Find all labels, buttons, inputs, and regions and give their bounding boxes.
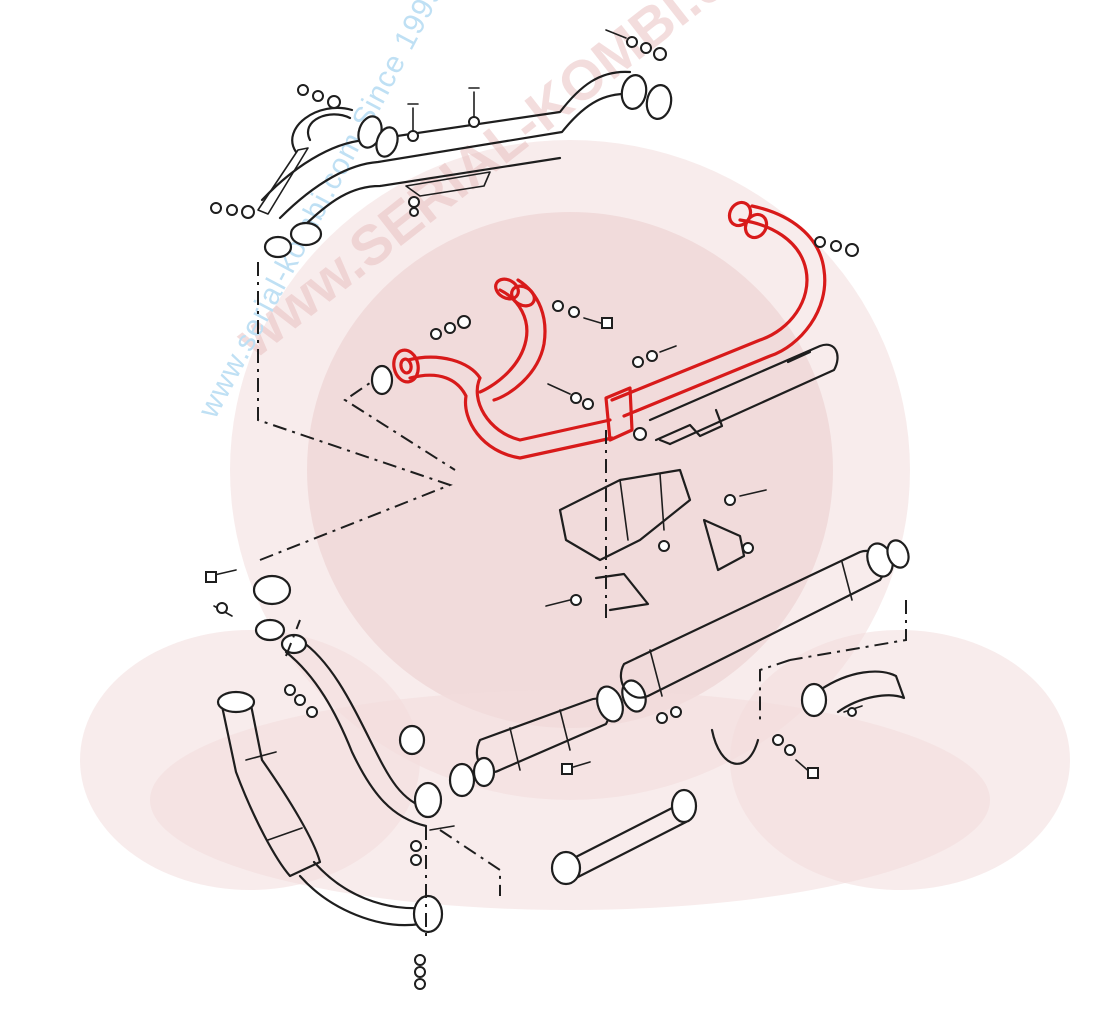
- leader-line-left: [257, 262, 453, 561]
- hardware-lower: [205, 569, 455, 990]
- hardware-rear: [561, 706, 819, 779]
- center-silencer: [475, 679, 647, 773]
- hardware-top: [210, 29, 667, 219]
- catalytic-converter: [216, 690, 444, 934]
- highlighted-front-y-pipe: [392, 200, 827, 460]
- tailpipe: [800, 670, 906, 718]
- rear-silencer: [619, 539, 910, 699]
- front-silencer-joint: [398, 724, 496, 798]
- heat-shield: [648, 343, 839, 446]
- front-downpipe-assembly: [210, 29, 673, 259]
- watermark-logo: [80, 140, 1070, 910]
- front-pipe-lower: [252, 574, 443, 828]
- intermediate-pipe: [550, 788, 698, 886]
- leader-line-lower: [285, 619, 501, 940]
- mounting-brackets: [545, 468, 767, 612]
- rubber-hanger: [710, 728, 760, 765]
- leader-line-mid: [343, 371, 456, 471]
- hardware-middle: [370, 236, 859, 441]
- leader-line-right: [759, 600, 907, 720]
